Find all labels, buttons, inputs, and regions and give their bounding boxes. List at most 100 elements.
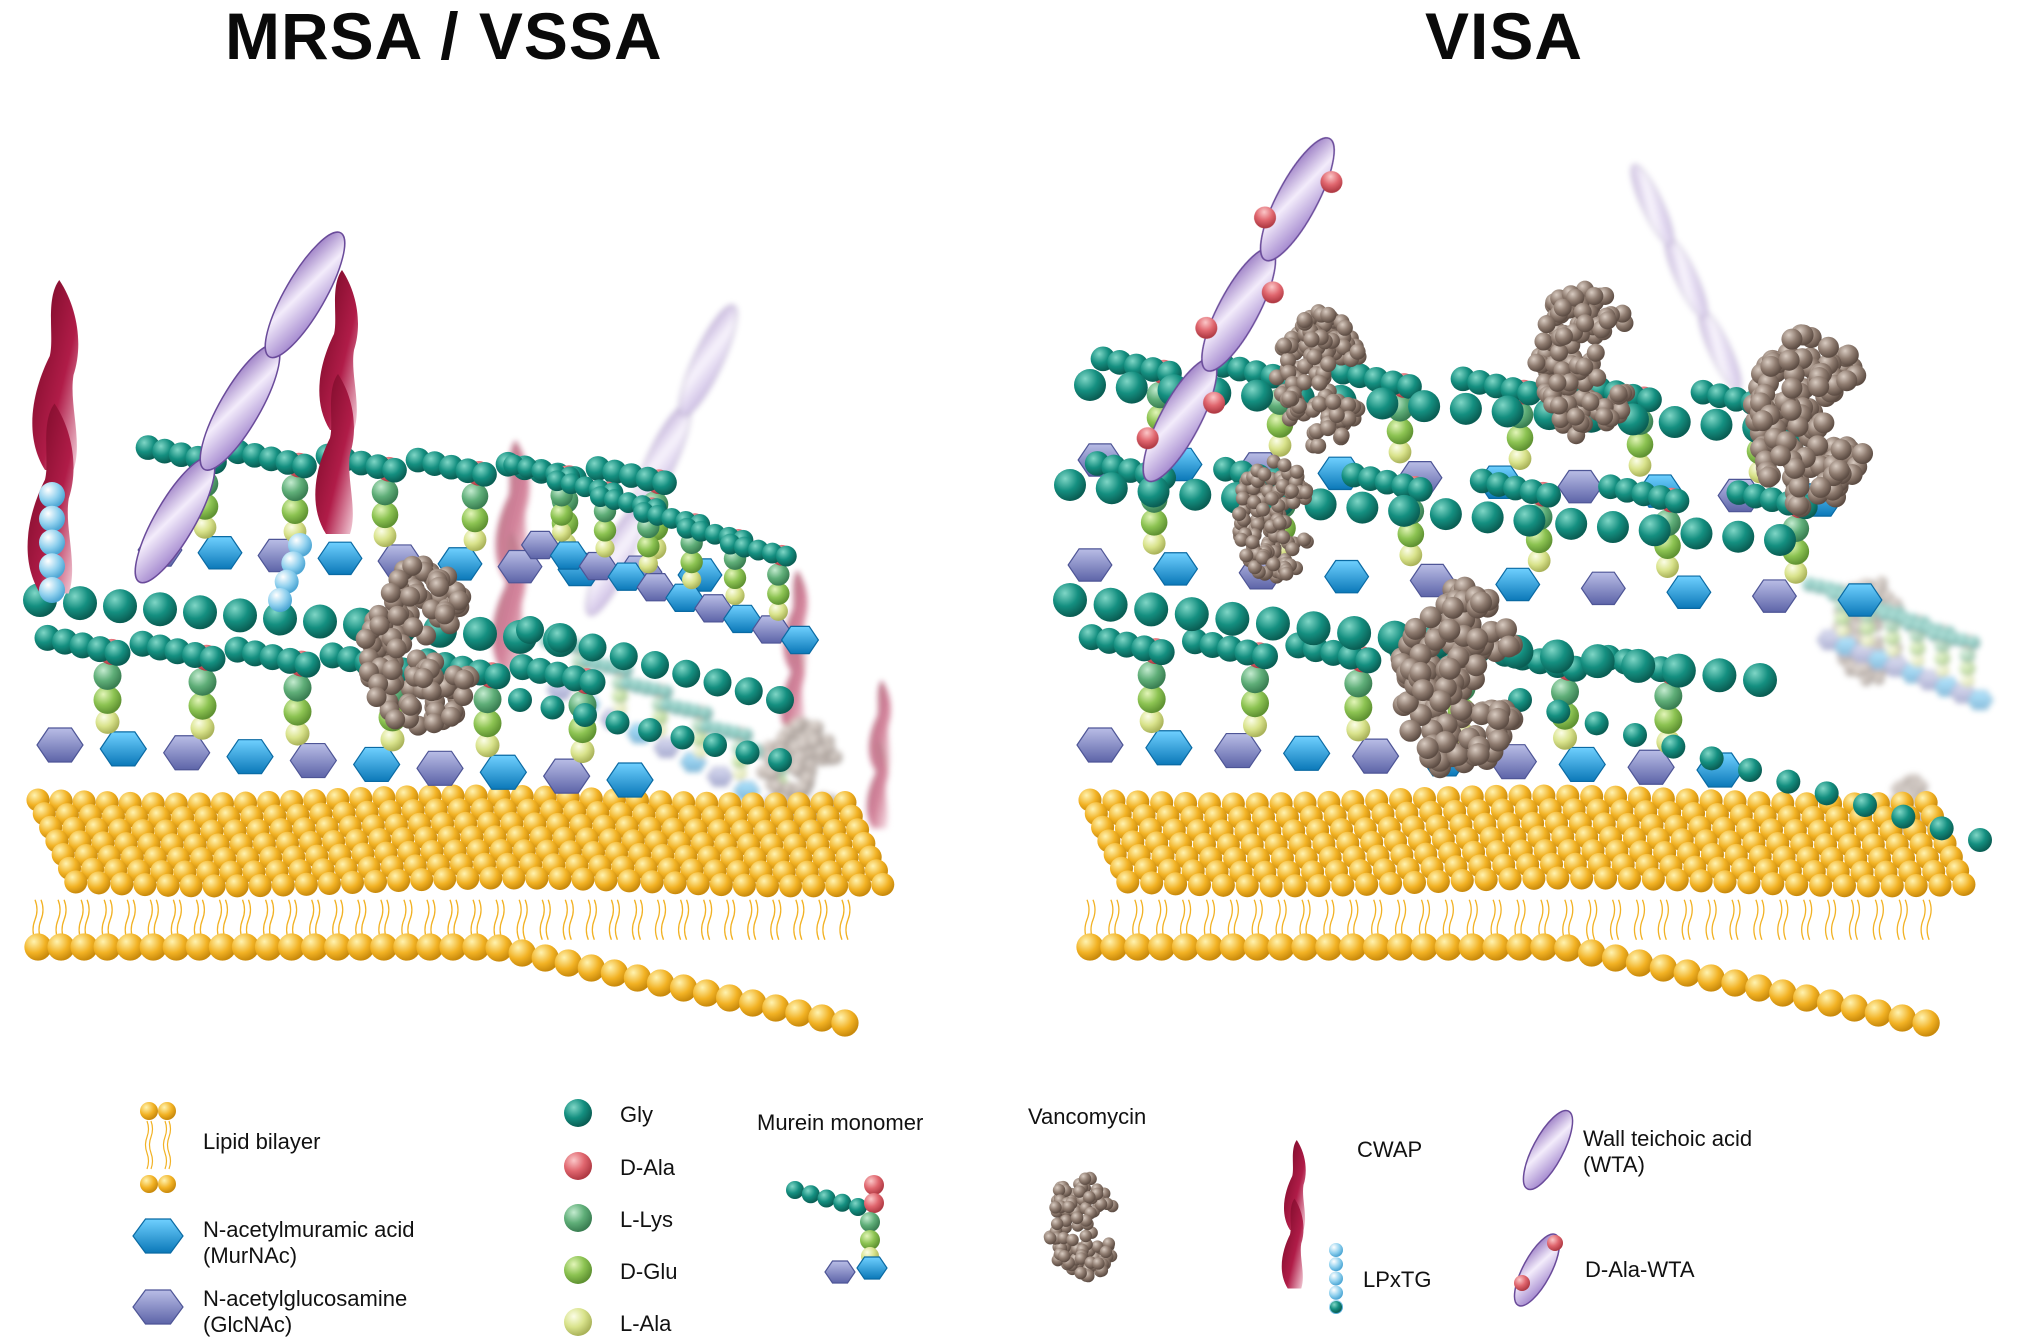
lipid-tail [654,899,661,940]
vancomycin-atom [1396,691,1419,714]
lipid-head [110,872,134,896]
vancomycin-atom [1419,606,1442,629]
vancomycin-atom [1306,349,1323,366]
gly-bead [817,1189,836,1208]
gly-bead [1623,723,1647,747]
lipid-head [617,869,641,893]
lipid-tail [799,899,805,940]
vancomycin-atom [1281,390,1298,407]
lipid-tail [1783,899,1789,940]
lipid-head [162,933,190,961]
d-ala-bead [1203,391,1226,414]
lipid-tail [32,899,38,940]
murnac-hexagon [1282,735,1331,771]
visa-panel [1053,137,1994,1037]
lipid-head [577,954,605,982]
lipid-head [324,933,352,961]
lipid-head [24,933,52,961]
lipid-head [1601,944,1630,972]
murnac-hexagon [780,625,820,655]
lipid-head [1617,866,1642,891]
vancomycin-atom [1837,344,1859,366]
vancomycin-atom [413,667,434,688]
gly-bead [1408,390,1441,423]
vancomycin-atom [1527,353,1546,372]
lipid-head [179,874,203,898]
cwap-lobe [868,680,891,770]
gly-bead [1814,781,1839,806]
gly-bead [775,545,797,567]
lipid-head [1307,873,1331,898]
l-ala-bead [1835,624,1850,638]
lipid-head [185,933,214,961]
lipid-tail [816,899,822,940]
legend-icon-gly [564,1099,592,1127]
lipid-tail [424,899,430,940]
d-glu-bead [461,505,489,533]
lipid-head [1386,933,1415,961]
vancomycin-atom [1429,690,1452,713]
lipid-head [825,874,849,898]
lipid-head [548,866,572,891]
vancomycin-atom [1581,393,1600,412]
vancomycin-atom [1575,357,1594,376]
lipid-head [1816,989,1845,1017]
lipid-head [1498,867,1522,891]
gly-bead [294,651,321,678]
gly-bead [1743,663,1777,697]
lipid-tail [591,899,597,940]
lipid-head [1148,933,1176,961]
lipid-head [340,870,365,895]
l-ala-bead [1243,713,1267,738]
l-ala-bead [1142,531,1166,555]
l-ala-bead [1268,433,1292,457]
cwap-lobe [1281,1198,1304,1289]
l-ala-bead [1553,725,1577,750]
lipid-tail [216,899,223,940]
legend-label-cwap: CWAP [1357,1137,1423,1162]
wta-segment [1630,164,1674,246]
murnac-hexagon [197,536,243,570]
lipid-head [808,1004,836,1032]
lipid-tail [1633,899,1640,940]
vancomycin-atom [1585,287,1604,306]
lipid-tail [1568,899,1574,940]
gly-bead [1471,501,1504,534]
lipid-tail [1705,899,1711,940]
l-ala-bead [1860,634,1875,648]
cwap-lobe [319,270,358,430]
lipid-head [1888,1004,1916,1032]
glcnac-hexagon [1076,727,1124,763]
d-glu-bead [93,685,122,714]
lipid-tail [1108,899,1114,940]
vancomycin-atom [775,732,790,747]
vancomycin-atom [382,659,403,680]
l-ala-bead [373,524,397,548]
vancomycin-atom [1049,1201,1062,1214]
gly-bead [605,710,630,735]
vancomycin-atom [1760,355,1782,377]
legend-icon-glcnac [132,1289,184,1325]
gly-bead [547,624,576,653]
lipid-tail [1639,899,1646,940]
lipid-tail [309,899,315,940]
gly-bead [579,669,606,696]
lipid-head [1594,866,1618,890]
murnac-hexagon [317,541,363,576]
lipid-head [1482,933,1510,961]
legend-icon-d-ala [564,1152,592,1180]
d-glu-bead [723,566,747,590]
vancomycin-atom [1438,618,1461,641]
gly-bead [292,453,317,479]
lipid-head [156,873,180,897]
surface-molecules [27,231,358,612]
lipid-tail [1777,899,1783,940]
lipid-tail [332,899,338,940]
lipid-tail [845,899,851,940]
d-ala-bead [1320,170,1343,193]
vancomycin-atom [1328,406,1345,423]
l-lys-bead [860,1212,880,1232]
lipid-tail [1442,899,1448,940]
lipid-head [640,870,664,894]
vancomycin-atom [1534,332,1553,351]
